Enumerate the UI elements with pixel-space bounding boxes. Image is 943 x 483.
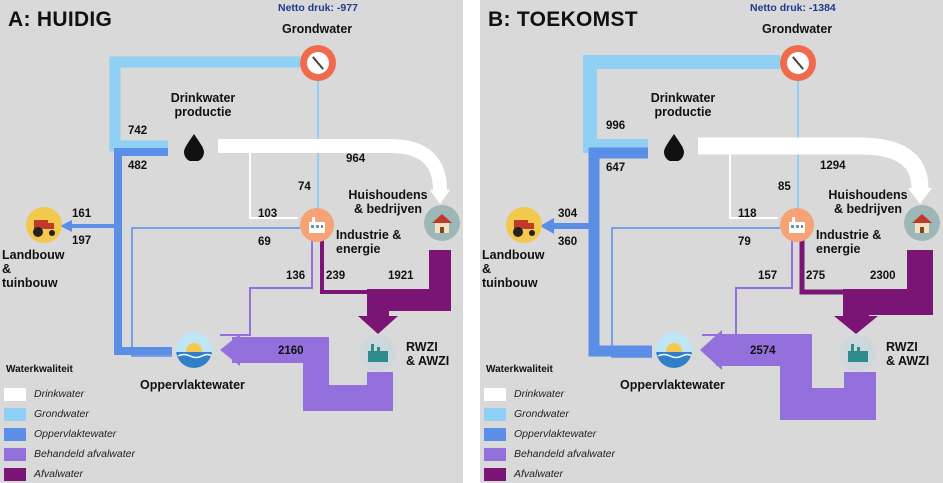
flow-drinkwater-industrie xyxy=(729,153,778,219)
flow-value: 2300 xyxy=(870,270,896,282)
flow-value: 157 xyxy=(758,270,778,282)
flow-oppervlakte-industrie xyxy=(611,227,780,358)
flow-value: 197 xyxy=(72,235,92,247)
node-rwzi: RWZI & AWZI xyxy=(886,340,930,368)
flow-oppervlakte-drinkwater xyxy=(588,147,652,357)
water-drop-icon xyxy=(182,133,206,162)
flow-value: 85 xyxy=(778,181,791,193)
flow-value: 482 xyxy=(128,160,148,172)
flow-drinkwater-huishoudens xyxy=(698,137,929,189)
compass-icon xyxy=(780,45,816,81)
flow-rwzi-oppervlakte xyxy=(232,337,393,411)
flow-value: 2160 xyxy=(278,345,304,357)
flow-industrie-oppervlakte xyxy=(220,240,313,336)
legend-item: Afvalwater xyxy=(4,466,83,482)
tractor-icon xyxy=(506,207,542,243)
legend-item: Afvalwater xyxy=(484,466,563,482)
node-drinkwater: Drinkwater productie xyxy=(170,91,236,119)
flow-value: 275 xyxy=(806,270,826,282)
flow-oppervlakte-industrie xyxy=(131,227,300,357)
flow-oppervlakte-drinkwater xyxy=(114,148,172,355)
factory-icon xyxy=(300,208,334,242)
flow-value: 69 xyxy=(258,236,271,248)
flow-huishoudens-rwzi xyxy=(367,250,451,318)
flow-industrie-rwzi xyxy=(799,240,852,295)
flow-drinkwater-industrie xyxy=(249,152,298,219)
house-icon xyxy=(904,205,940,241)
panel-title: A: HUIDIG xyxy=(8,8,113,31)
legend-item: Behandeld afvalwater xyxy=(4,446,135,462)
treatment-plant-icon xyxy=(840,335,876,371)
flow-value: 1921 xyxy=(388,270,414,282)
flow-huishoudens-rwzi xyxy=(843,250,933,318)
netto-druk: Netto druk: -1384 xyxy=(750,2,836,14)
legend-item: Oppervlaktewater xyxy=(484,426,596,442)
legend-item: Drinkwater xyxy=(4,386,84,402)
node-landbouw: Landbouw & tuinbouw xyxy=(482,248,545,290)
flow-value: 239 xyxy=(326,270,346,282)
flow-rwzi-oppervlakte xyxy=(716,334,876,420)
legend-item: Grondwater xyxy=(4,406,89,422)
flow-value: 2574 xyxy=(750,345,776,357)
flow-industrie-rwzi xyxy=(320,240,372,294)
node-drinkwater: Drinkwater productie xyxy=(650,91,716,119)
flow-value: 79 xyxy=(738,236,751,248)
compass-icon xyxy=(300,45,336,81)
house-icon xyxy=(424,205,460,241)
flow-diagram-a xyxy=(60,56,451,411)
flow-value: 647 xyxy=(606,162,626,174)
panel-title: B: TOEKOMST xyxy=(488,8,638,31)
netto-druk: Netto druk: -977 xyxy=(278,2,358,14)
factory-icon xyxy=(780,208,814,242)
node-grondwater: Grondwater xyxy=(762,22,833,36)
node-grondwater: Grondwater xyxy=(282,22,353,36)
node-industrie: Industrie & energie xyxy=(336,228,402,256)
flow-drinkwater-huishoudens xyxy=(218,139,447,191)
flow-grondwater-drinkwater xyxy=(109,56,300,152)
legend-title: Waterkwaliteit xyxy=(6,364,73,375)
flow-value: 742 xyxy=(128,125,148,137)
flow-value: 996 xyxy=(606,120,626,132)
legend-item: Drinkwater xyxy=(484,386,564,402)
water-sun-icon xyxy=(656,332,692,368)
panel-a: A: HUIDIG Netto druk: -977 Grondwater Dr… xyxy=(0,0,463,483)
legend-title: Waterkwaliteit xyxy=(486,364,553,375)
tractor-icon xyxy=(26,207,62,243)
treatment-plant-icon xyxy=(360,335,396,371)
node-industrie: Industrie & energie xyxy=(816,228,882,256)
flow-value: 118 xyxy=(738,208,757,220)
panel-b: B: TOEKOMST Netto druk: -1384 Grondwater… xyxy=(480,0,943,483)
node-landbouw: Landbouw & tuinbouw xyxy=(2,248,65,290)
flow-value: 161 xyxy=(72,208,92,220)
flow-grondwater-drinkwater xyxy=(583,55,780,153)
node-huishoudens: Huishoudens & bedrijven xyxy=(348,188,428,216)
flow-value: 1294 xyxy=(820,160,846,172)
flow-value: 304 xyxy=(558,208,578,220)
water-sun-icon xyxy=(176,332,212,368)
legend-item: Oppervlaktewater xyxy=(4,426,116,442)
node-huishoudens: Huishoudens & bedrijven xyxy=(828,188,908,216)
flow-value: 103 xyxy=(258,208,278,220)
flow-diagram-b xyxy=(540,55,933,420)
node-rwzi: RWZI & AWZI xyxy=(406,340,450,368)
water-drop-icon xyxy=(662,133,686,162)
legend-item: Behandeld afvalwater xyxy=(484,446,615,462)
flow-value: 136 xyxy=(286,270,306,282)
flow-value: 964 xyxy=(346,153,366,165)
flow-value: 360 xyxy=(558,236,578,248)
node-oppervlaktewater: Oppervlaktewater xyxy=(620,378,725,392)
legend-item: Grondwater xyxy=(484,406,569,422)
flow-value: 74 xyxy=(298,181,311,193)
node-oppervlaktewater: Oppervlaktewater xyxy=(140,378,245,392)
flow-industrie-oppervlakte xyxy=(702,240,793,336)
